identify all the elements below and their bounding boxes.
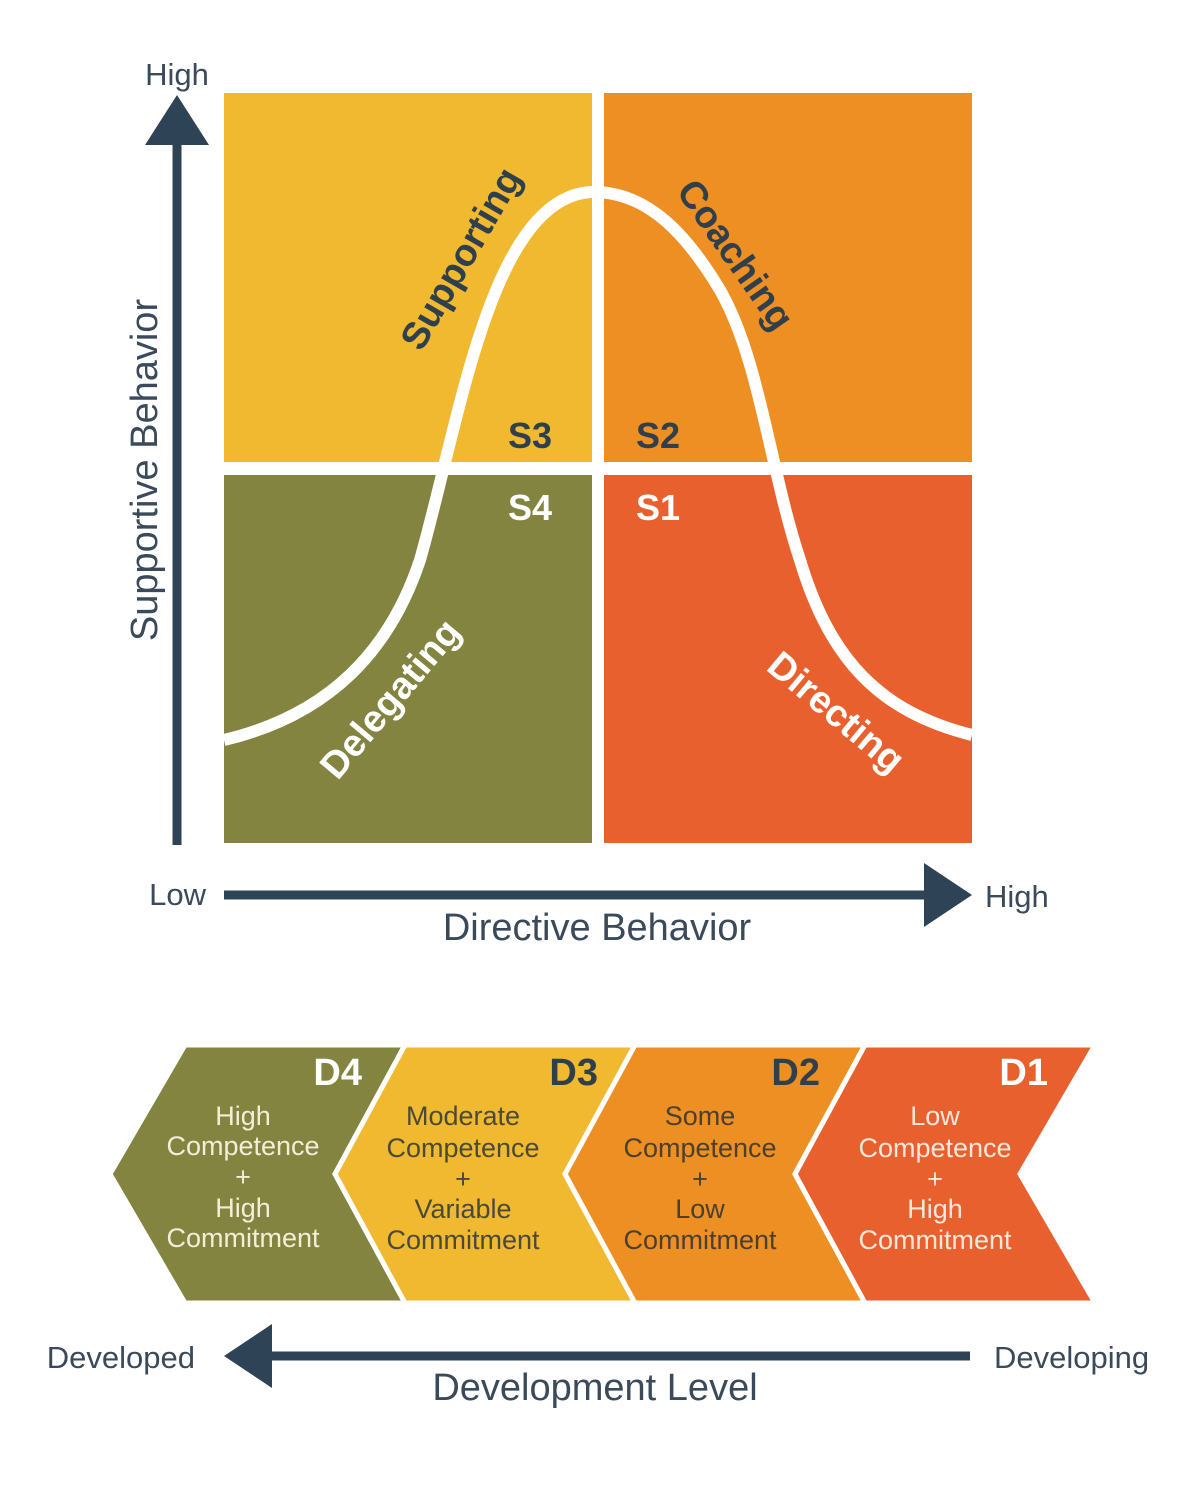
level-text-line: + — [235, 1162, 251, 1192]
level-description-d1: Low Competence + High Commitment — [858, 1101, 1012, 1255]
level-text-line: Some — [665, 1101, 736, 1131]
x-axis-low-label: Low — [149, 877, 206, 912]
level-text-line: High — [215, 1101, 271, 1131]
level-text-line: Low — [675, 1194, 725, 1224]
quadrant-s4 — [224, 475, 592, 843]
quadrant-s2 — [604, 93, 972, 462]
level-description-d2: Some Competence + Low Commitment — [623, 1101, 777, 1255]
quadrant-s3 — [224, 93, 592, 462]
y-axis-title: Supportive Behavior — [124, 299, 166, 642]
level-text-line: + — [692, 1164, 708, 1194]
chevron-d1 — [792, 1042, 1100, 1306]
level-code-d2: D2 — [771, 1052, 820, 1094]
level-text-line: Commitment — [386, 1225, 540, 1255]
level-text-line: Competence — [386, 1133, 539, 1163]
level-text-line: + — [455, 1164, 471, 1194]
level-code-d4: D4 — [313, 1052, 362, 1094]
level-text-line: Low — [910, 1101, 960, 1131]
level-text-line: Competence — [166, 1131, 319, 1161]
level-text-line: + — [927, 1164, 943, 1194]
level-text-line: Commitment — [166, 1223, 320, 1253]
quadrant-code-s1: S1 — [636, 487, 680, 528]
x-axis-title: Directive Behavior — [443, 907, 752, 949]
y-axis-arrowhead — [145, 95, 209, 145]
x-axis-arrowhead — [924, 863, 972, 927]
quadrant-code-s3: S3 — [508, 415, 552, 456]
developed-label: Developed — [47, 1340, 195, 1375]
level-text-line: Variable — [414, 1194, 511, 1224]
leadership-curve — [222, 185, 974, 746]
level-text-line: Competence — [858, 1133, 1011, 1163]
level-code-d3: D3 — [549, 1052, 598, 1094]
level-text-line: Commitment — [858, 1225, 1012, 1255]
level-text-line: Moderate — [406, 1101, 520, 1131]
level-description-d4: High Competence + High Commitment — [166, 1101, 320, 1253]
level-code-d1: D1 — [999, 1052, 1048, 1094]
level-text-line: High — [215, 1193, 271, 1223]
quadrant-code-s2: S2 — [636, 415, 680, 456]
y-axis-high-label: High — [145, 57, 209, 92]
x-axis-high-label: High — [985, 879, 1049, 914]
developing-label: Developing — [994, 1340, 1149, 1375]
level-text-line: Commitment — [623, 1225, 777, 1255]
level-description-d3: Moderate Competence + Variable Commitmen… — [386, 1101, 540, 1255]
level-text-line: Competence — [623, 1133, 776, 1163]
level-text-line: High — [907, 1194, 963, 1224]
quadrant-code-s4: S4 — [508, 487, 552, 528]
development-axis-title: Development Level — [432, 1367, 757, 1409]
development-axis-arrowhead — [224, 1324, 272, 1388]
